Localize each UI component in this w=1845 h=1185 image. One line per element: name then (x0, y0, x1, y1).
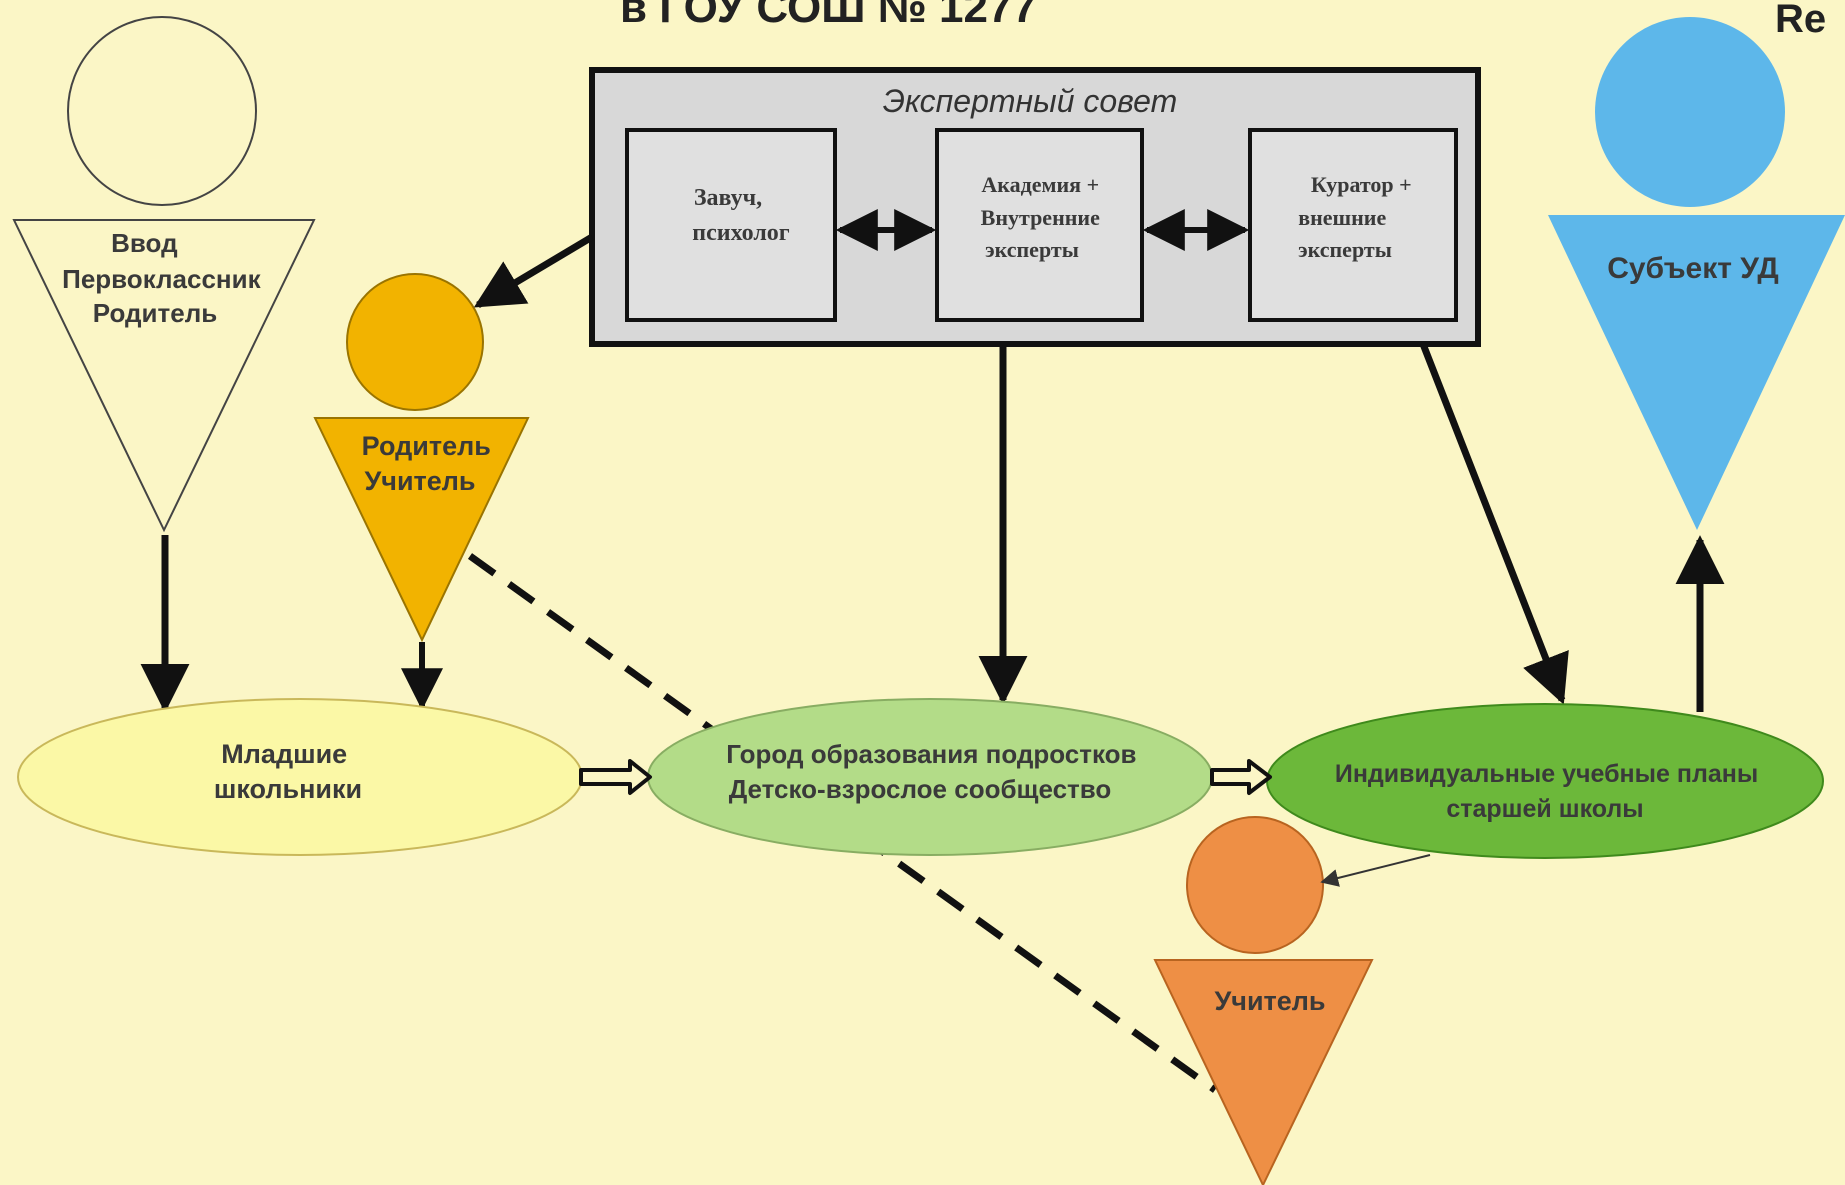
entry-head (67, 16, 257, 206)
council-box-curator-line: эксперты (1298, 237, 1392, 262)
council-box-academy: Академия + Внутренние эксперты (935, 128, 1144, 322)
junior-label-line: Младшие (221, 739, 347, 769)
council-box-head-teacher: Завуч, психолог (625, 128, 837, 322)
entry-figure: Ввод Первоклассник Родитель (12, 16, 316, 533)
senior-label: Индивидуальные учебные планы старшей шко… (1335, 760, 1765, 823)
arrow-council-to-parent-teacher (473, 233, 594, 309)
entry-label: Ввод Первоклассник Родитель (62, 228, 268, 328)
council-box-head-teacher-frame (625, 128, 837, 322)
teacher-body (1153, 959, 1374, 1185)
entry-label-line: Ввод (111, 228, 178, 258)
stage-junior: Младшие школьники (17, 698, 583, 856)
council-box-head-teacher-label: Завуч, психолог (692, 185, 790, 246)
teacher-figure: Учитель (1153, 816, 1374, 1185)
senior-label-line: старшей школы (1446, 795, 1643, 823)
junior-label: Младшие школьники (214, 739, 362, 804)
parent-teacher-head (346, 273, 484, 411)
parent-teacher-figure: Родитель Учитель (313, 273, 530, 643)
corner-text-fragment: Re (1775, 0, 1826, 41)
transition-arrow-junior-city (579, 759, 652, 795)
council-box-curator-label: Куратор + внешние эксперты (1298, 172, 1417, 262)
senior-label-line: Индивидуальные учебные планы (1335, 760, 1758, 788)
city-label: Город образования подростков Детско-взро… (726, 739, 1144, 804)
entry-label-line: Родитель (93, 298, 217, 328)
council-box-academy-line: эксперты (985, 237, 1079, 262)
council-box-academy-line: Внутренние (981, 205, 1100, 230)
council-box-academy-frame (935, 128, 1144, 322)
expert-council: Экспертный совет Завуч, психолог Академи… (589, 67, 1481, 347)
teacher-label-line: Учитель (1214, 986, 1325, 1016)
parent-teacher-label: Родитель Учитель (362, 431, 499, 496)
stage-senior: Индивидуальные учебные планы старшей шко… (1266, 703, 1824, 859)
header-title: в ГОУ СОШ № 1277 (620, 0, 1037, 32)
entry-label-line: Первоклассник (62, 264, 261, 294)
council-box-academy-line: Академия + (981, 172, 1099, 197)
subject-label-line: Субъект УД (1607, 252, 1779, 285)
council-box-academy-label: Академия + Внутренние эксперты (981, 172, 1106, 262)
parent-teacher-body (313, 417, 530, 643)
council-box-curator-frame (1248, 128, 1458, 322)
entry-body (12, 219, 316, 533)
teacher-head (1186, 816, 1324, 954)
subject-body (1548, 215, 1845, 530)
council-box-curator-line: Куратор + (1311, 172, 1412, 197)
council-box-head-teacher-line: Завуч, (694, 185, 762, 211)
junior-label-line: школьники (214, 774, 362, 804)
teacher-label: Учитель (1214, 986, 1325, 1016)
parent-teacher-label-line: Родитель (362, 431, 491, 461)
arrow-council-to-senior (1419, 342, 1569, 705)
subject-head (1595, 17, 1785, 207)
council-box-head-teacher-line: психолог (692, 220, 790, 246)
council-box-curator: Куратор + внешние эксперты (1248, 128, 1458, 322)
stage-city: Город образования подростков Детско-взро… (647, 698, 1213, 856)
subject-figure: Субъект УД (1548, 17, 1845, 530)
arrow-senior-to-teacher (1320, 854, 1431, 887)
subject-label: Субъект УД (1607, 252, 1779, 285)
council-box-curator-line: внешние (1298, 205, 1386, 230)
expert-council-title: Экспертный совет (883, 83, 1178, 119)
transition-arrow-city-senior (1210, 759, 1272, 795)
city-label-line: Детско-взрослое сообщество (729, 774, 1112, 804)
parent-teacher-label-line: Учитель (364, 466, 475, 496)
city-label-line: Город образования подростков (726, 739, 1136, 769)
